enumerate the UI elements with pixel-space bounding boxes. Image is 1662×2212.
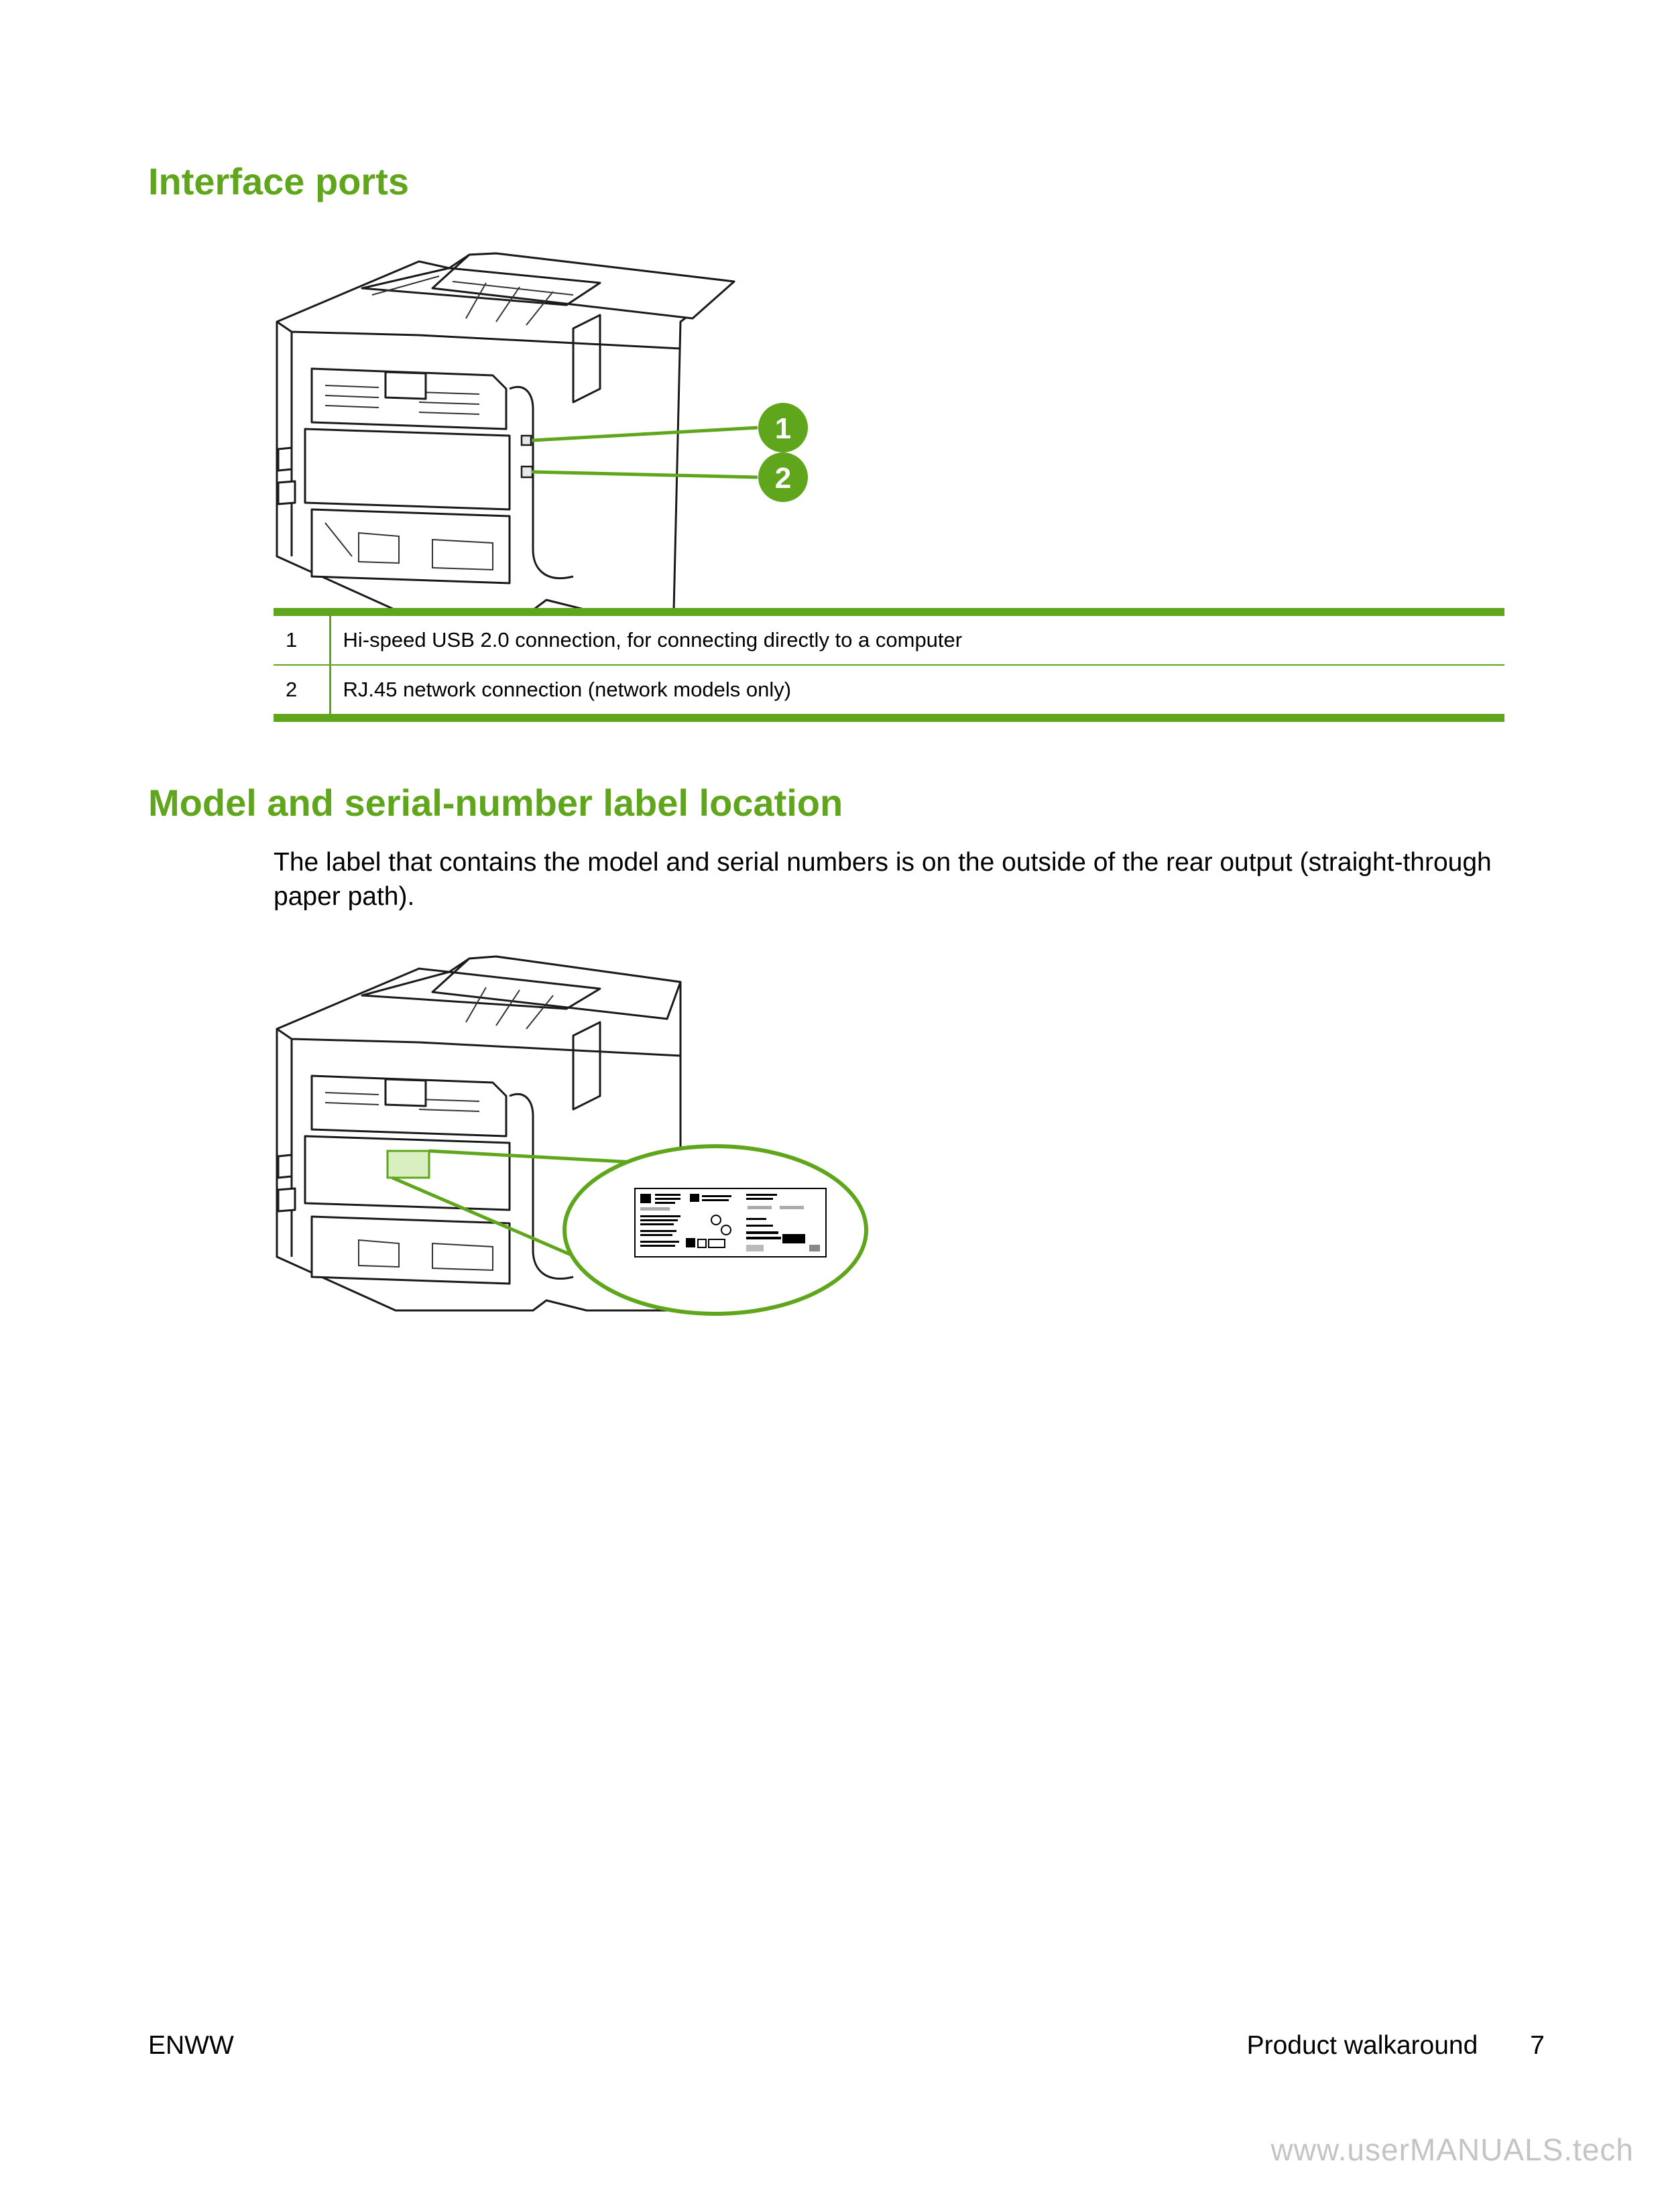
footer-section-name: Product walkaround — [1246, 2031, 1478, 2060]
callout-marker-2 — [758, 452, 808, 502]
page-number: 7 — [1530, 2031, 1545, 2060]
printer-illustration — [276, 252, 735, 611]
callout-number: 1 — [274, 608, 331, 666]
interface-ports-callout-table: 1 Hi-speed USB 2.0 connection, for conne… — [274, 608, 1504, 722]
footer-document-code: ENWW — [148, 2031, 234, 2060]
section-title-interface-ports: Interface ports — [148, 160, 409, 202]
printer-label-location-figure — [276, 955, 868, 1316]
label-location-highlight — [386, 1150, 430, 1179]
callout-description: Hi-speed USB 2.0 connection, for connect… — [330, 608, 1504, 666]
printer-rear-view-figure: 1 2 — [276, 252, 808, 611]
footer-page-info: Product walkaround 7 — [1247, 2031, 1545, 2061]
serial-number-label-image — [634, 1188, 827, 1257]
watermark-text: www.userMANUALS.tech — [1270, 2132, 1634, 2167]
callout-leader-1 — [531, 426, 758, 442]
section-title-model-serial-label: Model and serial-number label location — [148, 782, 843, 824]
callout-description: RJ.45 network connection (network models… — [330, 665, 1504, 722]
usb-port-icon — [520, 434, 532, 446]
callout-marker-2-label: 2 — [775, 462, 791, 495]
table-row: 1 Hi-speed USB 2.0 connection, for conne… — [274, 608, 1504, 666]
table-row: 2 RJ.45 network connection (network mode… — [274, 665, 1504, 722]
callout-marker-1-label: 1 — [775, 412, 791, 445]
model-label-description: The label that contains the model and se… — [274, 848, 1492, 911]
callout-leader-2 — [531, 470, 758, 479]
callout-number: 2 — [274, 665, 331, 722]
callout-marker-1 — [758, 403, 808, 452]
network-port-icon — [520, 465, 534, 479]
